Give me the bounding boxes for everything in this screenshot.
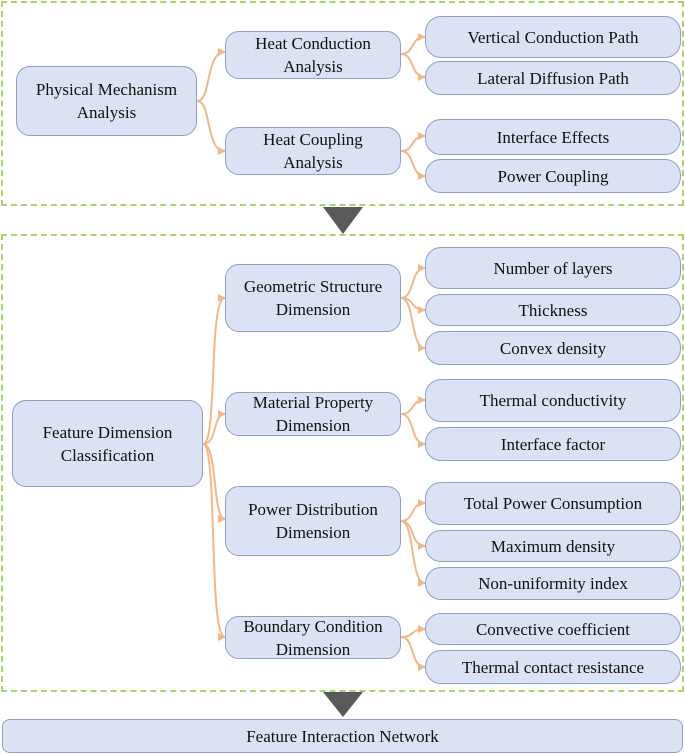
connector (400, 499, 426, 522)
connector (400, 33, 426, 55)
leaf-number-of-layers: Number of layers (425, 247, 681, 289)
connector (400, 264, 426, 299)
dim-material-property: Material Property Dimension (225, 392, 401, 436)
dim-power-distribution: Power Distribution Dimension (225, 486, 401, 556)
connector (400, 150, 426, 180)
leaf-thickness: Thickness (425, 294, 681, 326)
leaf-convective-coefficient: Convective coefficient (425, 613, 681, 645)
root-physical-mechanism-analysis: Physical Mechanism Analysis (16, 66, 197, 136)
leaf-thermal-contact-resistance: Thermal contact resistance (425, 650, 681, 684)
leaf-lateral-diffusion-path: Lateral Diffusion Path (425, 61, 681, 95)
connector (400, 396, 426, 415)
connector (202, 410, 226, 445)
leaf-non-uniformity-index: Non-uniformity index (425, 567, 681, 600)
leaf-interface-factor: Interface factor (425, 427, 681, 461)
connector (400, 297, 426, 352)
node-heat-coupling-analysis: Heat Coupling Analysis (225, 127, 401, 175)
down-arrow-icon (323, 692, 363, 717)
connector (202, 443, 226, 641)
leaf-thermal-conductivity: Thermal conductivity (425, 379, 681, 422)
connector (202, 294, 226, 445)
node-heat-conduction-analysis: Heat Conduction Analysis (225, 31, 401, 79)
connector (400, 132, 426, 152)
connector (400, 520, 426, 550)
section-feature-dimension (1, 234, 684, 692)
leaf-total-power-consumption: Total Power Consumption (425, 482, 681, 525)
connector (400, 636, 426, 671)
feature-interaction-network-bar: Feature Interaction Network (2, 719, 683, 753)
leaf-maximum-density: Maximum density (425, 530, 681, 562)
root-feature-dimension-classification: Feature Dimension Classification (12, 400, 203, 487)
connector (196, 48, 226, 102)
leaf-vertical-conduction-path: Vertical Conduction Path (425, 16, 681, 58)
down-arrow-icon (323, 207, 363, 234)
leaf-power-coupling: Power Coupling (425, 159, 681, 193)
leaf-convex-density: Convex density (425, 331, 681, 365)
section-physical-mechanism (1, 1, 684, 206)
leaf-interface-effects: Interface Effects (425, 119, 681, 155)
connector (400, 413, 426, 448)
dim-boundary-condition: Boundary Condition Dimension (225, 616, 401, 659)
connector (400, 520, 426, 587)
connector (196, 100, 226, 155)
connector (400, 625, 426, 638)
connector (202, 443, 226, 523)
connector (400, 53, 426, 81)
dim-geometric-structure: Geometric Structure Dimension (225, 264, 401, 332)
